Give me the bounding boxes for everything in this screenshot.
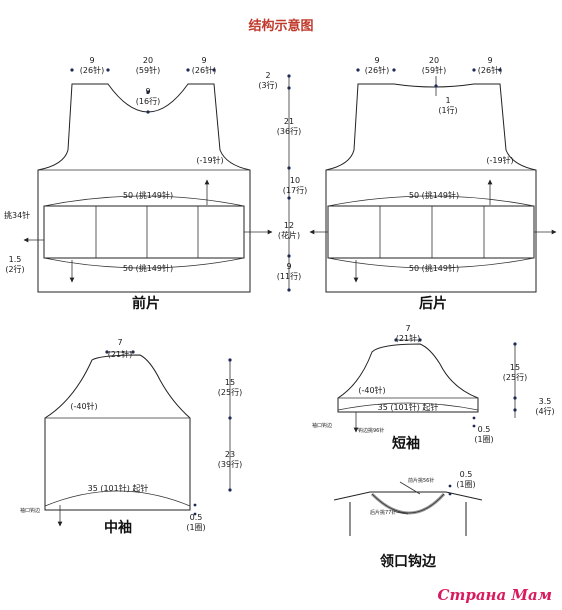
vm-2-value: 21 <box>284 117 294 126</box>
back-neck-depth-rows: (1行) <box>438 105 457 115</box>
mid-sleeve-cap-value: 15 <box>225 378 235 387</box>
mid-sleeve-outline <box>44 354 191 511</box>
neckline-edge-rounds: (1圈) <box>456 480 475 489</box>
back-neck-depth-value: 1 <box>445 96 450 105</box>
vm-5-rows: (11行) <box>277 271 301 281</box>
vm-1-value: 2 <box>265 71 270 80</box>
front-band-bottom-curve <box>43 257 245 269</box>
mid-sleeve-edge-value: 0.5 <box>190 513 203 522</box>
front-top-left-stitches: (26针) <box>80 65 104 75</box>
short-sleeve-decrease: (-40针) <box>358 385 385 395</box>
vm-4-value: 12 <box>284 221 294 230</box>
back-top-right-stitches: (26针) <box>478 65 502 75</box>
vm-3-rows: (17行) <box>283 185 307 195</box>
neckline-edge-value: 0.5 <box>460 470 473 479</box>
front-top-right-stitches: (26针) <box>192 65 216 75</box>
short-sleeve-start: 35 (101针) 起针 <box>378 402 439 412</box>
back-top-left-stitches: (26针) <box>365 65 389 75</box>
mid-sleeve-cap-rows: (25行) <box>218 387 242 397</box>
mid-sleeve-label: 中袖 <box>104 519 132 536</box>
front-band-bottom-label: 50 (挑149针) <box>123 263 173 273</box>
mid-sleeve-top-value: 7 <box>117 338 122 347</box>
mid-sleeve-body-rows: (39行) <box>218 459 242 469</box>
short-sleeve-top-value: 7 <box>405 324 410 333</box>
short-sleeve-cap-value: 15 <box>510 363 520 372</box>
neckline-shoulder-line <box>333 491 483 501</box>
back-top-mid-value: 20 <box>429 56 439 65</box>
back-piece: 9 (26针) 20 (59针) 9 (26针) 1 (1行) (-19针) 5… <box>309 56 557 312</box>
front-side-edge-value: 1.5 <box>9 255 22 264</box>
vm-5-value: 9 <box>286 262 291 271</box>
front-side-pickup: 挑34针 <box>4 210 30 220</box>
back-piece-label: 后片 <box>419 295 447 312</box>
short-sleeve: 7 (21针) 15 (25行) (-40针) 35 (101针) 起针 袖口钩… <box>312 324 555 452</box>
short-sleeve-cuff-label: 袖口钩边 <box>312 422 332 429</box>
short-sleeve-edge-value: 0.5 <box>478 425 491 434</box>
short-sleeve-cap-rows: (25行) <box>503 372 527 382</box>
short-sleeve-body-value: 3.5 <box>539 397 552 406</box>
short-sleeve-pickup: 钩边挑96针 <box>358 427 384 434</box>
front-decrease: (-19针) <box>196 155 223 165</box>
watermark: Страна Мам <box>438 586 552 604</box>
mid-sleeve: 7 (21针) 15 (25行) (-40针) 23 (39行) 35 (101… <box>20 338 242 536</box>
back-decrease: (-19针) <box>486 155 513 165</box>
back-top-left-value: 9 <box>374 56 379 65</box>
mid-sleeve-decrease: (-40针) <box>70 401 97 411</box>
vm-3-value: 10 <box>290 176 300 185</box>
neckline-label: 领口钩边 <box>380 553 437 570</box>
mid-sleeve-top-stitches: (21针) <box>108 349 132 359</box>
vm-4-rows: (花片) <box>278 230 300 240</box>
neckline: 前片挑56针 后片挑77针 0.5 (1圈) 领口钩边 <box>333 470 483 570</box>
front-piece-label: 前片 <box>132 295 160 312</box>
front-top-right-value: 9 <box>201 56 206 65</box>
front-band-top-label: 50 (挑149针) <box>123 190 173 200</box>
front-outline <box>37 83 251 293</box>
mid-sleeve-cuff-label: 袖口钩边 <box>20 507 40 514</box>
vm-1-rows: (3行) <box>258 80 277 90</box>
front-top-mid-stitches: (59针) <box>136 65 160 75</box>
back-top-right-value: 9 <box>487 56 492 65</box>
mid-sleeve-edge-rounds: (1圈) <box>186 523 205 532</box>
front-band-top-curve <box>43 195 245 207</box>
front-neck-depth-value: 9 <box>145 87 150 96</box>
short-sleeve-top-stitches: (21针) <box>396 333 420 343</box>
front-piece: 9 (26针) 20 (59针) 9 (26针) 9 (16行) (-19针) … <box>4 56 273 312</box>
short-sleeve-label: 短袖 <box>392 435 420 452</box>
front-side-edge-rows: (2行) <box>5 264 24 274</box>
short-sleeve-body-rows: (4行) <box>535 406 554 416</box>
mid-sleeve-start: 35 (101针) 起针 <box>88 483 149 493</box>
vertical-measures: 2 (3行) 21 (36行) 10 (17行) 12 (花片) 9 (11行) <box>258 71 307 292</box>
front-top-mid-value: 20 <box>143 56 153 65</box>
back-top-mid-stitches: (59针) <box>422 65 446 75</box>
back-lace-band <box>327 205 535 259</box>
back-outline <box>325 83 537 293</box>
front-top-left-value: 9 <box>89 56 94 65</box>
back-band-top-label: 50 (挑149针) <box>409 190 459 200</box>
front-neck-depth-rows: (16行) <box>136 96 160 106</box>
diagram-title: 结构示意图 <box>248 18 313 34</box>
mid-sleeve-body-value: 23 <box>225 450 235 459</box>
neckline-front-pickup: 前片挑56针 <box>408 477 434 484</box>
back-band-bottom-label: 50 (挑149针) <box>409 263 459 273</box>
short-sleeve-outline <box>337 343 479 413</box>
front-lace-band <box>43 205 245 259</box>
short-sleeve-edge-rounds: (1圈) <box>474 435 493 444</box>
mid-sleeve-cuff-curve <box>44 490 191 507</box>
vm-2-rows: (36行) <box>277 126 301 136</box>
short-sleeve-cuff-curve <box>337 402 479 411</box>
neckline-back-pickup: 后片挑77针 <box>370 509 396 516</box>
